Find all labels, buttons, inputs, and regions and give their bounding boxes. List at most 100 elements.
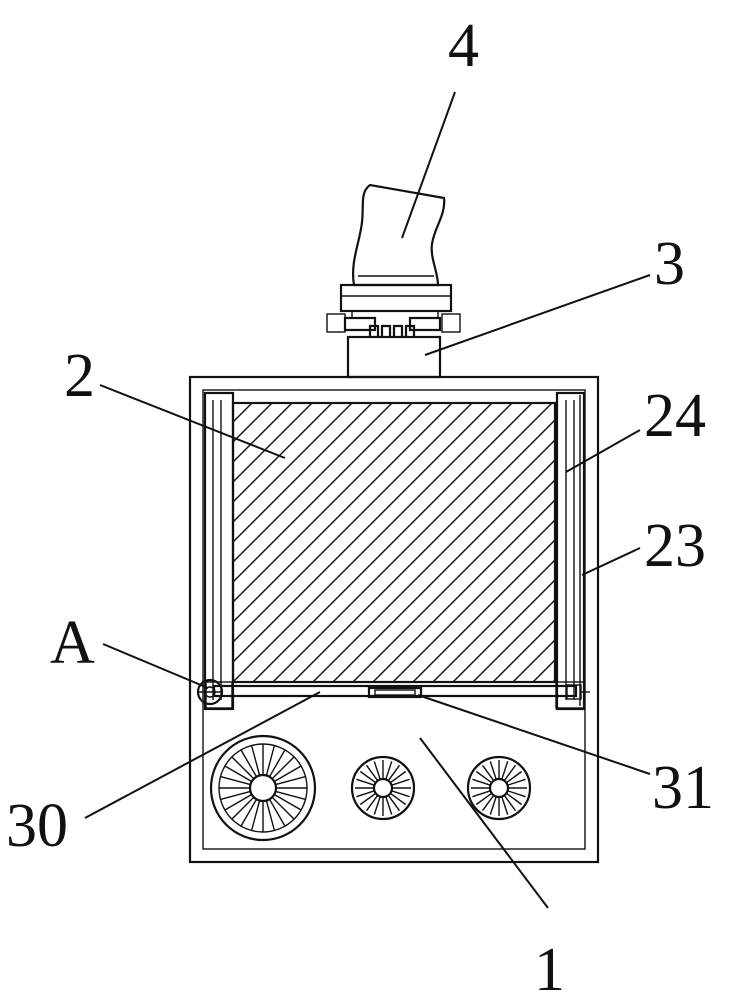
fan-spoke <box>481 794 495 812</box>
center-clip <box>367 686 423 699</box>
fan-spoke <box>273 793 302 811</box>
label-1: 1 <box>534 936 565 1000</box>
fan-spoke <box>385 761 393 780</box>
fan-spoke <box>501 761 509 780</box>
label-30: 30 <box>6 792 68 860</box>
hatch-line <box>492 619 555 682</box>
fan-spoke <box>501 796 509 815</box>
label-4: 4 <box>448 12 479 80</box>
fan-spoke <box>505 792 523 806</box>
fan-spoke <box>275 790 306 801</box>
fan-spoke <box>389 770 407 784</box>
fan-spoke <box>359 792 377 806</box>
fan-spoke <box>385 796 393 815</box>
fan-spoke <box>472 790 491 798</box>
fan-spoke <box>489 796 497 815</box>
hatch-line <box>432 559 555 682</box>
fan-middle <box>350 755 416 821</box>
hatch-line <box>233 403 353 523</box>
label-2: 2 <box>64 342 95 410</box>
fan-spoke <box>475 770 493 784</box>
fan-spoke <box>365 764 379 782</box>
top-coupling <box>326 283 461 379</box>
hatch-line <box>233 403 473 643</box>
fan-spoke <box>224 765 253 783</box>
filter-block <box>0 401 557 684</box>
fan-spoke <box>356 790 375 798</box>
fan-spoke <box>265 800 276 831</box>
fan-spoke <box>359 770 377 784</box>
hatch-line <box>233 403 513 682</box>
label-a: A <box>50 609 95 677</box>
label-31: 31 <box>652 754 714 822</box>
fan-spoke <box>240 749 258 778</box>
fan-spoke <box>273 765 302 783</box>
label-23: 23 <box>644 512 706 580</box>
fan-spoke <box>373 761 381 780</box>
fan-spoke <box>268 798 286 827</box>
hatch-line <box>312 439 555 682</box>
fan-spoke <box>475 792 493 806</box>
hatch-line <box>233 403 453 623</box>
fan-spoke <box>250 745 261 776</box>
label-24: 24 <box>644 382 706 450</box>
hatch-line <box>352 479 555 682</box>
fan-spoke <box>240 798 258 827</box>
fan-spoke <box>220 775 251 786</box>
fan-spoke <box>489 761 497 780</box>
fan-spoke <box>507 778 526 786</box>
fan-spoke <box>389 792 407 806</box>
fan-spoke <box>268 749 286 778</box>
fan-right <box>466 755 532 821</box>
hatch-line <box>0 403 212 682</box>
hatch-line <box>233 403 253 423</box>
fan-spoke <box>220 790 251 801</box>
fan-spoke <box>265 745 276 776</box>
left-guide-rail <box>203 391 235 711</box>
fan-spoke <box>507 790 526 798</box>
fan-spoke <box>391 778 410 786</box>
fan-spoke <box>505 770 523 784</box>
fan-spoke <box>231 796 255 820</box>
hatch-line <box>392 519 555 682</box>
hatch-line <box>233 403 393 563</box>
hatch-line <box>233 403 433 603</box>
hatch-line <box>233 403 273 443</box>
fan-spoke <box>472 778 491 786</box>
hatch-line <box>233 403 493 663</box>
hatch-line <box>252 403 533 682</box>
hose <box>352 183 446 287</box>
hatch-line <box>233 403 373 543</box>
pivot-a <box>196 678 224 706</box>
fan-spoke <box>356 778 375 786</box>
fan-spoke <box>387 794 401 812</box>
hatch-line <box>0 403 232 682</box>
pivot-right <box>566 684 590 700</box>
fan-spoke <box>271 756 295 780</box>
leader-lines <box>84 91 651 909</box>
fan-spoke <box>250 800 261 831</box>
fan-spoke <box>365 794 379 812</box>
fan-spoke <box>373 796 381 815</box>
hatch-line <box>472 599 555 682</box>
fan-spoke <box>275 775 306 786</box>
hatch-line <box>412 539 555 682</box>
hatch-line <box>233 403 413 583</box>
label-3: 3 <box>654 230 685 298</box>
hatch-line <box>372 499 555 682</box>
right-guide-rail <box>555 391 586 711</box>
fan-spoke <box>481 764 495 782</box>
fan-spoke <box>271 796 295 820</box>
hatch-line <box>272 403 553 682</box>
hatch-line <box>233 403 293 463</box>
housing-body <box>188 375 600 864</box>
fan-spoke <box>503 794 517 812</box>
hatch-line <box>233 403 333 503</box>
hatch-lines <box>0 403 555 682</box>
fan-spoke <box>503 764 517 782</box>
hatch-line <box>332 459 555 682</box>
fan-spoke <box>224 793 253 811</box>
fan-spoke <box>391 790 410 798</box>
hatch-line <box>452 579 555 682</box>
